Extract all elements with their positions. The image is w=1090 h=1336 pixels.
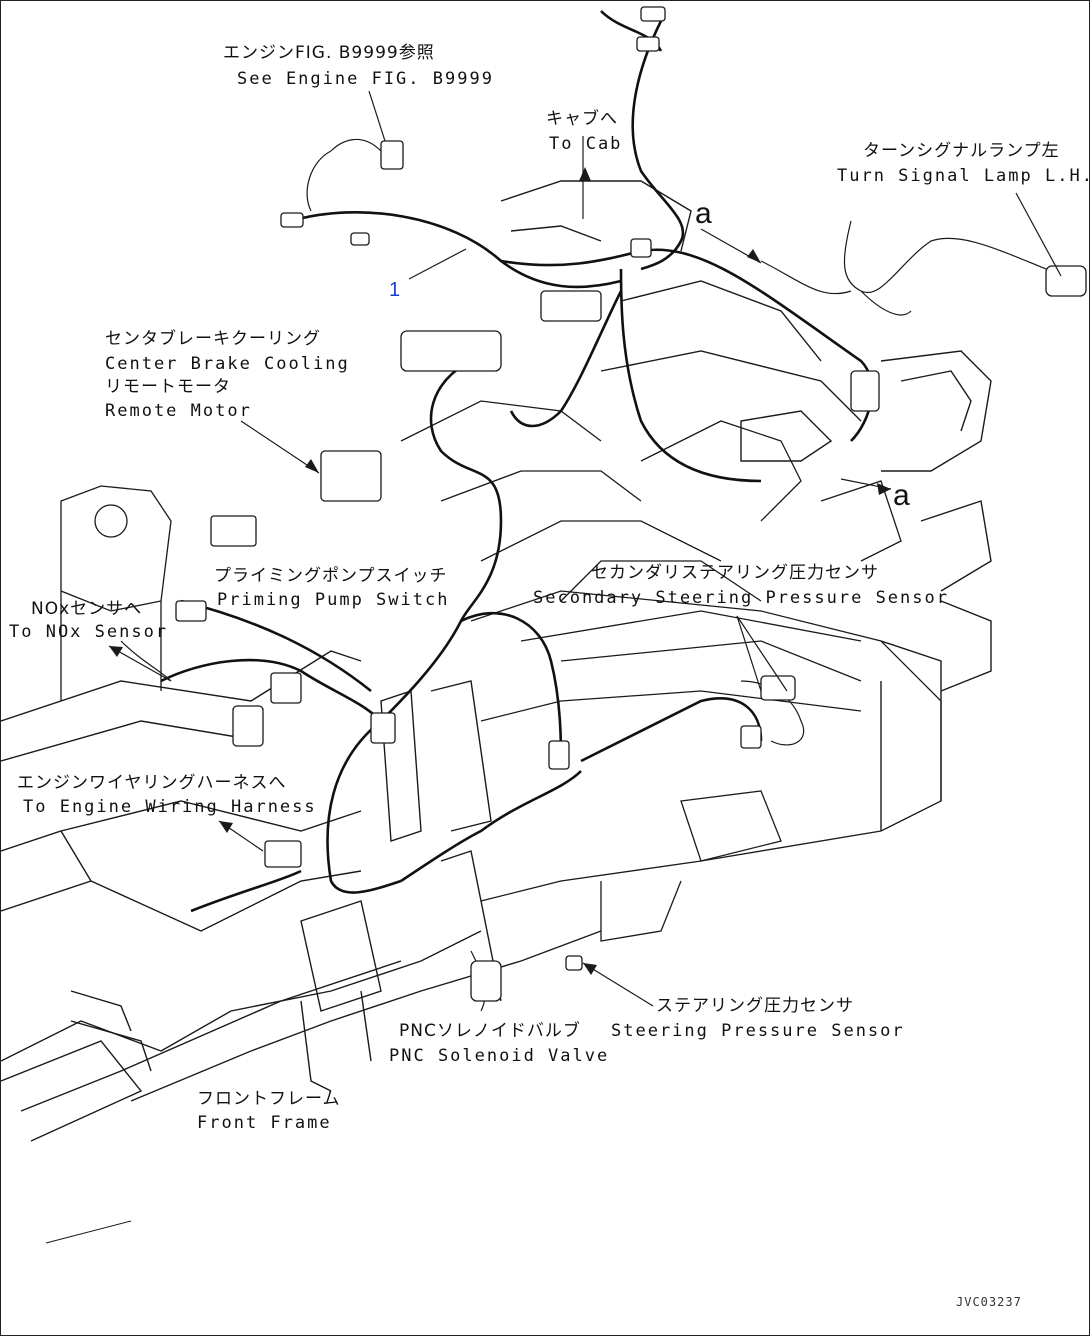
- leader-lines: [108, 90, 1062, 1007]
- orientation-mark: [45, 1220, 132, 1244]
- to-cab-label-en: To Cab: [549, 134, 623, 154]
- nox-connector: [175, 600, 207, 622]
- cab-plug-top: [640, 6, 666, 22]
- arrow-engine-harness: [219, 821, 233, 833]
- center-brake-label-ja: センタブレーキクーリング: [105, 329, 321, 349]
- engine-connector: [380, 140, 404, 170]
- secondary-steering-label-en: Secondary Steering Pressure Sensor: [533, 588, 949, 608]
- arrow-nox: [109, 646, 123, 657]
- leader-callout-1: [408, 248, 467, 280]
- to-cab-label-ja: キャブへ: [546, 109, 618, 129]
- nox-label-en: To NOx Sensor: [9, 622, 169, 642]
- leader-remote-motor: [240, 420, 320, 474]
- pnc-label-ja: PNCソレノイドバルブ: [399, 1021, 581, 1041]
- front-frame-label-en: Front Frame: [197, 1113, 332, 1133]
- pnc-label-en: PNC Solenoid Valve: [389, 1046, 610, 1066]
- secondary-steering-label-ja: セカンダリステアリング圧力センサ: [591, 563, 879, 583]
- priming-label-ja: プライミングポンプスイッチ: [214, 566, 448, 586]
- front-frame-label-ja: フロントフレーム: [197, 1089, 341, 1109]
- arrowheads: [109, 167, 891, 975]
- turn-signal-label-en: Turn Signal Lamp L.H.: [837, 166, 1090, 186]
- remote-motor-label-ja: リモートモータ: [105, 377, 231, 397]
- remote-motor-label-en: Remote Motor: [105, 401, 252, 421]
- engine-mount-plate: [60, 485, 172, 701]
- arrow-a-top: [747, 249, 761, 263]
- center-junction-block: [540, 290, 602, 322]
- engine-block: [400, 400, 942, 942]
- steering-pressure-label-ja: ステアリング圧力センサ: [656, 996, 854, 1016]
- rear-connector: [850, 370, 880, 412]
- secondary-sensor-head: [760, 675, 796, 701]
- front-frame: [1, 650, 602, 1142]
- priming-label-en: Priming Pump Switch: [217, 590, 450, 610]
- connection-ref-a-top: a: [695, 197, 712, 230]
- cab-connector: [630, 238, 652, 258]
- engine-harness-label-en: To Engine Wiring Harness: [23, 797, 317, 817]
- connection-ref-a-bottom: a: [893, 479, 910, 512]
- engine-harness-connector: [264, 840, 302, 868]
- mid-connector: [548, 740, 570, 770]
- engine-fig-label-en: See Engine FIG. B9999: [237, 69, 494, 89]
- rear-frame: [500, 180, 992, 831]
- leader-secondary-1: [736, 615, 762, 692]
- leader-steering: [582, 962, 654, 1007]
- cab-plug-lower: [636, 36, 660, 52]
- secondary-sensor-body: [740, 725, 762, 749]
- engine-fig-label-ja: エンジンFIG. B9999参照: [223, 43, 435, 63]
- center-brake-label-en: Center Brake Cooling: [105, 354, 350, 374]
- nox-label-ja: NOxセンサへ: [31, 599, 143, 619]
- drawing-id: JVC03237: [956, 1295, 1022, 1309]
- harness-end-connector-left: [280, 212, 304, 228]
- turn-signal-lamp: [1045, 265, 1087, 297]
- bracket-piece: [210, 515, 257, 547]
- connector-cluster: [400, 330, 502, 372]
- priming-pump-body: [232, 705, 264, 747]
- remote-motor-block: [320, 450, 382, 502]
- arrow-remote-motor: [305, 459, 319, 473]
- leader-secondary-2: [736, 615, 788, 692]
- callout-number-1: 1: [389, 279, 401, 301]
- steering-pressure-sensor: [565, 955, 583, 971]
- arrow-a-bottom: [877, 483, 891, 495]
- leader-engine: [368, 90, 386, 142]
- arrow-cab: [579, 167, 591, 181]
- connectors: [175, 6, 1087, 1002]
- turn-signal-label-ja: ターンシグナルランプ左: [863, 141, 1060, 161]
- harness-end-connector-mid: [350, 232, 370, 246]
- harness-clip: [370, 712, 396, 744]
- pnc-solenoid-valve: [470, 960, 502, 1002]
- leader-turn-signal: [1015, 192, 1062, 277]
- engine-harness-label-ja: エンジンワイヤリングハーネスへ: [17, 773, 287, 793]
- priming-pump-switch: [270, 672, 302, 704]
- arrow-steering: [583, 963, 597, 975]
- steering-pressure-label-en: Steering Pressure Sensor: [611, 1021, 905, 1041]
